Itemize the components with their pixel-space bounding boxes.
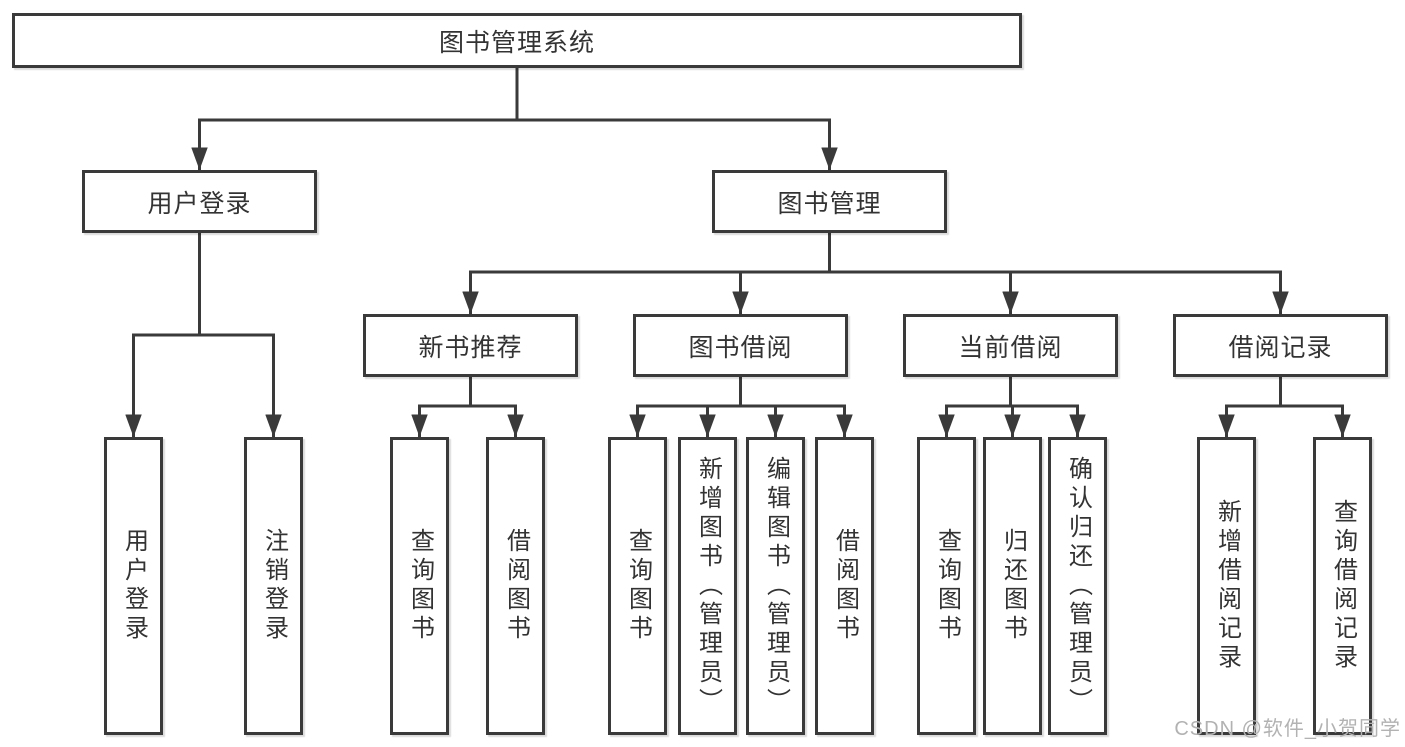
node-user-login: 用户登录: [82, 170, 317, 233]
leaf-borrow-books-borrowing: 借阅图书: [815, 437, 874, 735]
node-borrow-records: 借阅记录: [1173, 314, 1388, 377]
node-book-borrowing: 图书借阅: [633, 314, 848, 377]
leaf-add-book-admin: 新增图书（管理员）: [678, 437, 737, 735]
node-current-borrowing: 当前借阅: [903, 314, 1118, 377]
leaf-user-login: 用户登录: [104, 437, 163, 735]
node-new-book-recommend: 新书推荐: [363, 314, 578, 377]
csdn-watermark: CSDN @软件_小贺同学: [1174, 718, 1401, 740]
leaf-edit-book-admin: 编辑图书（管理员）: [746, 437, 805, 735]
leaf-query-books-current: 查询图书: [917, 437, 976, 735]
leaf-add-borrow-record: 新增借阅记录: [1197, 437, 1256, 735]
node-book-management: 图书管理: [712, 170, 947, 233]
leaf-confirm-return-admin: 确认归还（管理员）: [1048, 437, 1107, 735]
leaf-query-borrow-record: 查询借阅记录: [1313, 437, 1372, 735]
leaf-borrow-books-recommend: 借阅图书: [486, 437, 545, 735]
leaf-logout: 注销登录: [244, 437, 303, 735]
leaf-return-books: 归还图书: [983, 437, 1042, 735]
node-library-management-system: 图书管理系统: [12, 13, 1022, 68]
leaf-query-books-recommend: 查询图书: [390, 437, 449, 735]
leaf-query-books-borrowing: 查询图书: [608, 437, 667, 735]
